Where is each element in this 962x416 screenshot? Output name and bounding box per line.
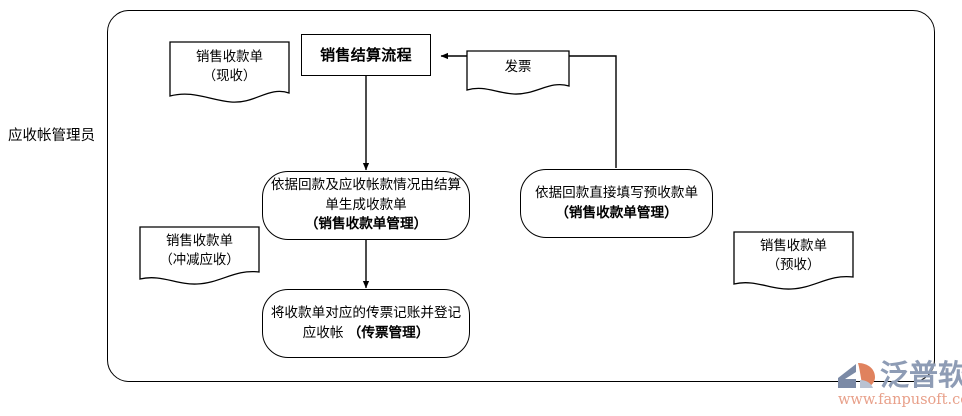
proc-advance-receipt-text: 依据回款直接填写预收款单 bbox=[534, 185, 699, 201]
node-title-label: 销售结算流程 bbox=[320, 45, 412, 64]
fanpu-logo-icon bbox=[838, 363, 875, 388]
doc-sales-receipt-offset[interactable]: 销售收款单 （冲减应收） bbox=[139, 226, 260, 288]
doc-sales-receipt-advance[interactable]: 销售收款单 （预收） bbox=[733, 231, 854, 293]
node-proc-voucher-posting[interactable]: 将收款单对应的传票记账并登记应收帐 （传票管理） bbox=[262, 289, 470, 358]
watermark-logo: 泛普软件 www.fanpusoft.com bbox=[836, 358, 962, 414]
node-proc-advance-receipt[interactable]: 依据回款直接填写预收款单 （销售收款单管理） bbox=[520, 169, 713, 238]
node-title-sales-settlement-process[interactable]: 销售结算流程 bbox=[301, 34, 431, 76]
watermark-url: www.fanpusoft.com bbox=[838, 392, 962, 408]
proc-generate-receipt-text: 依据回款及应收帐款情况由结算单生成收款单 bbox=[270, 177, 462, 213]
swimlane-container bbox=[107, 10, 935, 382]
proc-voucher-posting-module: （传票管理） bbox=[347, 324, 430, 341]
proc-advance-receipt-module: （销售收款单管理） bbox=[555, 204, 678, 221]
document-shape-icon bbox=[733, 231, 854, 290]
proc-voucher-posting-text: 将收款单对应的传票记账并登记应收帐 bbox=[270, 305, 462, 341]
proc-generate-receipt-module: （销售收款单管理） bbox=[304, 216, 428, 233]
doc-invoice[interactable]: 发票 bbox=[466, 50, 570, 98]
document-shape-icon bbox=[139, 226, 260, 285]
swimlane-label: 应收帐管理员 bbox=[8, 128, 95, 144]
document-shape-icon bbox=[466, 50, 570, 95]
document-shape-icon bbox=[169, 41, 290, 103]
node-proc-generate-receipt[interactable]: 依据回款及应收帐款情况由结算单生成收款单 （销售收款单管理） bbox=[262, 171, 470, 240]
watermark-brand: 泛普软件 bbox=[880, 358, 962, 392]
doc-sales-receipt-cash[interactable]: 销售收款单 （现收） bbox=[169, 41, 290, 105]
